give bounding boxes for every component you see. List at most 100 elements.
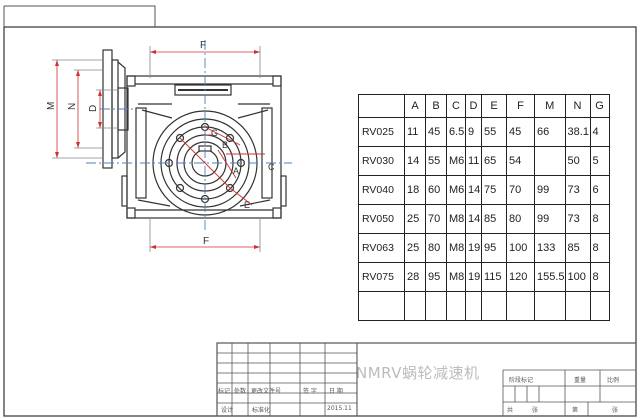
table-cell: 99 (534, 175, 566, 205)
dim-label-a: A (233, 166, 239, 176)
table-cell: 155.5 (534, 262, 566, 292)
table-cell: 66 (534, 117, 566, 147)
dimension-lines (52, 46, 261, 252)
table-cell: 25 (404, 233, 426, 263)
table-cell: 55 (425, 146, 447, 176)
table-header-cell: A (404, 94, 426, 118)
tb-label-total: 共 (507, 407, 514, 414)
table-cell: M8 (446, 233, 466, 263)
table-cell: 9 (465, 117, 482, 147)
table-row: RV040 18 60 M6 14 75 70 99 73 6 (358, 175, 610, 205)
table-cell: 8 (589, 204, 610, 234)
tb-label-page: 张 (612, 407, 619, 414)
table-cell: 19 (465, 233, 482, 263)
table-cell: 8 (589, 233, 610, 263)
table-cell: 80 (425, 233, 447, 263)
table-cell-model: RV040 (358, 175, 405, 205)
dim-label-c: C (268, 162, 275, 172)
title-block-title: NMRV蜗轮减速机 (356, 364, 480, 382)
table-row-spacer (358, 291, 610, 321)
tb-label-sign: 签 字 (303, 388, 317, 395)
table-cell: 75 (481, 175, 507, 205)
table-cell: 19 (465, 262, 482, 292)
table-cell: 11 (465, 146, 482, 176)
dim-label-n: N (67, 103, 78, 110)
tb-label-stage-mark: 阶段标记 (509, 377, 534, 384)
table-header-cell: C (446, 94, 466, 118)
gearbox-drawing (102, 49, 287, 219)
table-cell-model: RV075 (358, 262, 405, 292)
tb-label-change-doc: 更改文件号 (251, 388, 282, 395)
table-cell: 50 (564, 146, 591, 176)
table-header-cell: B (425, 94, 447, 118)
table-cell: 60 (425, 175, 447, 205)
table-cell: 18 (404, 175, 426, 205)
table-cell: 115 (481, 262, 507, 292)
dim-label-f-bottom: F (203, 236, 209, 247)
table-cell-model: RV050 (358, 204, 405, 234)
table-cell: 80 (506, 204, 535, 234)
table-cell: 133 (534, 233, 566, 263)
table-cell: M8 (446, 262, 466, 292)
tb-date: 2015.11 (327, 405, 352, 412)
tb-label-scale: 比例 (607, 377, 620, 384)
table-cell: 8 (589, 262, 610, 292)
table-header-cell (358, 94, 405, 118)
tb-label-sheet: 张 (532, 407, 539, 414)
table-cell: 100 (564, 262, 591, 292)
table-row: RV050 25 70 M8 14 85 80 99 73 8 (358, 204, 610, 234)
corner-label-box (4, 5, 156, 27)
table-cell: 85 (564, 233, 591, 263)
table-row: RV075 28 95 M8 19 115 120 155.5 100 8 (358, 262, 610, 292)
table-cell: 55 (481, 117, 507, 147)
dim-label-b: B (222, 140, 228, 150)
table-cell: 38.1 (564, 117, 591, 147)
table-cell: 6 (589, 175, 610, 205)
table-cell: 70 (506, 175, 535, 205)
table-cell: 14 (404, 146, 426, 176)
table-cell-model: RV025 (358, 117, 405, 147)
bolt-hole (175, 183, 185, 193)
table-cell: 95 (425, 262, 447, 292)
dimension-table: A B C D E F M N G RV025 11 45 6.5 9 55 4… (358, 94, 610, 321)
gearbox-housing (126, 75, 282, 219)
table-cell: M6 (446, 146, 466, 176)
dim-label-f-top: F (200, 40, 206, 51)
table-cell: M8 (446, 204, 466, 234)
table-cell: 73 (564, 204, 591, 234)
dim-label-m: M (46, 102, 57, 110)
table-cell: 28 (404, 262, 426, 292)
tb-label-sign-date: 日 期 (329, 388, 343, 395)
table-cell: 70 (425, 204, 447, 234)
bolt-hole (225, 183, 235, 193)
table-cell: 100 (506, 233, 535, 263)
table-cell: 25 (404, 204, 426, 234)
table-cell-model: RV030 (358, 146, 405, 176)
title-block-grid (216, 342, 637, 417)
tb-label-count: 处数 (234, 388, 247, 395)
table-cell: 54 (506, 146, 535, 176)
table-cell: 99 (534, 204, 566, 234)
table-header-cell: E (481, 94, 507, 118)
table-header-cell: M (534, 94, 566, 118)
dim-label-g: G (211, 128, 218, 138)
table-header-row: A B C D E F M N G (358, 94, 610, 118)
table-header-cell: G (589, 94, 610, 118)
table-cell: M6 (446, 175, 466, 205)
tb-label-weight: 重量 (574, 377, 587, 384)
table-cell: 6.5 (446, 117, 466, 147)
table-cell: 120 (506, 262, 535, 292)
table-row: RV025 11 45 6.5 9 55 45 66 38.1 4 (358, 117, 610, 147)
table-header-cell: N (564, 94, 591, 118)
table-cell: 85 (481, 204, 507, 234)
table-cell: 5 (589, 146, 610, 176)
table-cell: 95 (481, 233, 507, 263)
table-cell: 14 (465, 175, 482, 205)
table-cell: 14 (465, 204, 482, 234)
table-cell: 65 (481, 146, 507, 176)
table-cell: 45 (506, 117, 535, 147)
tb-label-page-of: 第 (572, 407, 579, 414)
table-row: RV030 14 55 M6 11 65 54 50 5 (358, 146, 610, 176)
table-row: RV063 25 80 M8 19 95 100 133 85 8 (358, 233, 610, 263)
